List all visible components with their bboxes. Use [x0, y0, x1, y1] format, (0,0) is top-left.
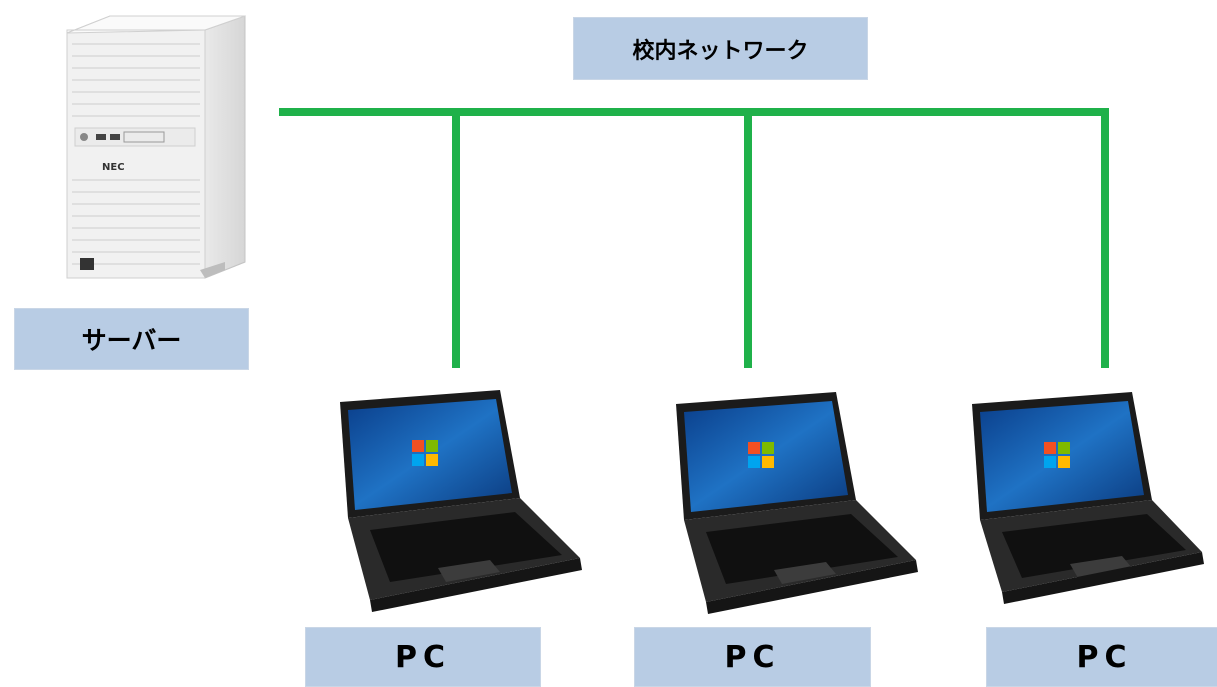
pc-label-1: PC: [305, 627, 541, 687]
network-lines: [279, 108, 1109, 368]
pc-label-2: PC: [634, 627, 871, 687]
laptop-icon: [676, 392, 918, 614]
laptop-icon: [340, 390, 582, 612]
laptop-icon: [972, 392, 1204, 604]
svg-text:NEC: NEC: [102, 162, 125, 173]
pc-label-3: PC: [986, 627, 1217, 687]
network-label: 校内ネットワーク: [573, 17, 868, 80]
server-label: サーバー: [14, 308, 249, 370]
tower-server-icon: NEC: [66, 15, 246, 279]
